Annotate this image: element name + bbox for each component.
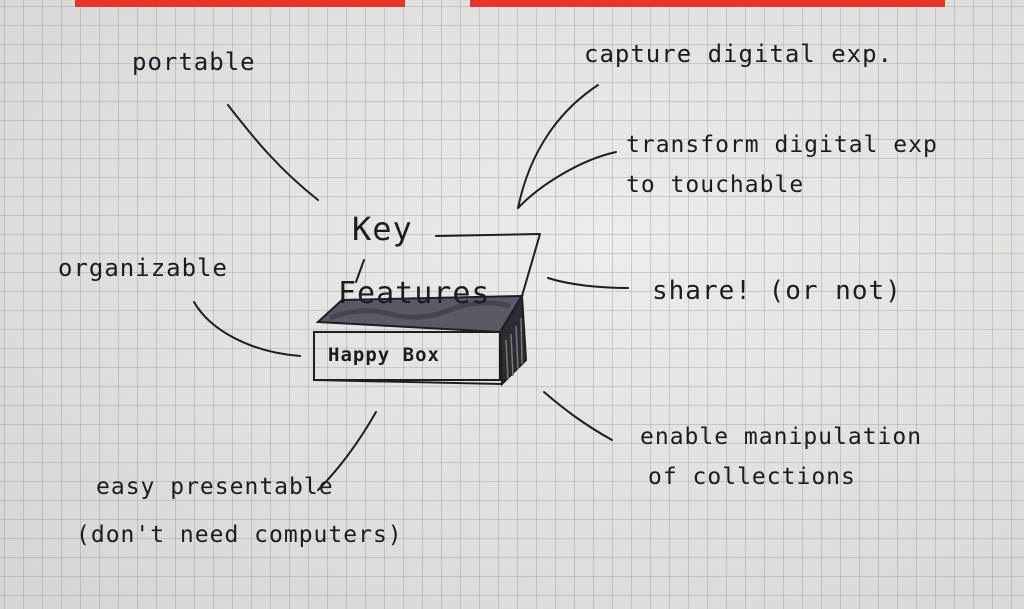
center-label-features: Features	[338, 276, 491, 311]
connector-share	[547, 277, 629, 289]
red-binding-strip-right	[470, 0, 945, 7]
annotation-easy-line1: easy presentable	[96, 474, 334, 500]
annotation-easy-line2: (don't need computers)	[76, 522, 403, 548]
annotation-transform-line2: to touchable	[626, 172, 805, 198]
center-label-key: Key	[352, 210, 413, 248]
connector-easy	[317, 411, 377, 491]
red-binding-strip-left	[75, 0, 405, 7]
box-base-shadow	[313, 379, 503, 385]
connector-portable	[227, 104, 319, 201]
connector-enable	[543, 391, 613, 441]
annotation-transform-line1: transform digital exp	[626, 132, 938, 158]
annotation-organizable: organizable	[58, 254, 228, 282]
connector-organizable	[193, 301, 301, 357]
annotation-share: share! (or not)	[652, 276, 902, 306]
connector-key-to-lid	[435, 233, 541, 297]
box-label-happy-box: Happy Box	[328, 344, 440, 366]
annotation-portable: portable	[132, 48, 256, 76]
annotation-enable-line2: of collections	[648, 464, 856, 490]
box-lid-texture	[329, 300, 511, 321]
annotation-capture: capture digital exp.	[584, 40, 893, 68]
annotation-enable-line1: enable manipulation	[640, 424, 923, 450]
connector-transform	[517, 151, 617, 209]
connector-capture	[517, 84, 599, 209]
key-stroke-mark	[355, 259, 365, 283]
box-side-hatching	[505, 317, 523, 381]
